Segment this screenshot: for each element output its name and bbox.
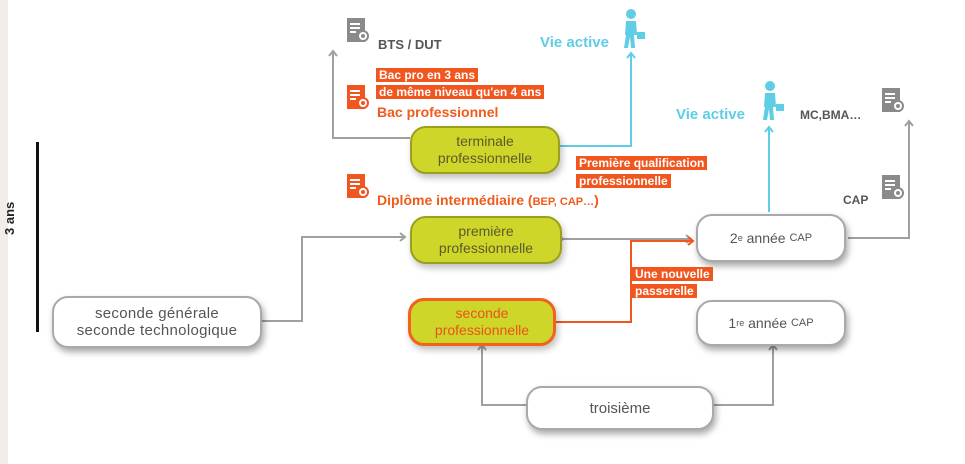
worker-icon-top: [624, 9, 645, 48]
label-diplome-small: BEP, CAP…: [532, 196, 595, 208]
node-seconde-professionnelle: seconde professionnelle: [408, 298, 556, 346]
note-meme-niveau: de même niveau qu'en 4 ans: [376, 85, 545, 99]
diploma-icon-mc-bma: [882, 88, 904, 112]
label-mc-bma: MC,BMA…: [800, 108, 862, 122]
note-nouvelle-passerelle-2: passerelle: [632, 284, 697, 298]
edge-seconde-pro-cap2: [556, 236, 695, 323]
node-terminale-line2: professionnelle: [437, 150, 533, 166]
edge-seconde-gt-premiere: [262, 232, 407, 322]
edge-troisieme-cap1: [714, 343, 778, 406]
node-seconde-pro-line1: seconde: [455, 305, 509, 321]
node-premiere-professionnelle: première professionnelle: [410, 216, 562, 264]
note-bac-pro-3-ans: Bac pro en 3 ans: [376, 68, 479, 82]
edge-terminale-bts: [328, 49, 410, 139]
edge-troisieme-seconde-pro: [477, 343, 526, 406]
diploma-icon-bac-pro: [347, 85, 369, 109]
node-terminale-line1: terminale: [456, 133, 514, 149]
label-cap: CAP: [843, 193, 869, 207]
diploma-icon-cap: [882, 175, 904, 199]
diploma-icon-intermediaire: [347, 174, 369, 198]
node-premiere-line1: première: [458, 223, 514, 239]
worker-icon-right: [763, 81, 784, 120]
note-premiere-qualification-1: Première qualification: [576, 156, 708, 170]
node-cap2-cap: CAP: [789, 231, 813, 244]
node-cap2-annee: année: [746, 229, 786, 246]
scale-bar: [36, 142, 39, 332]
node-seconde-generale-technologique: seconde générale seconde technologique: [52, 296, 262, 348]
label-diplome-end: ): [594, 192, 599, 208]
label-diplome-main: Diplôme intermédiaire (: [377, 192, 533, 208]
node-seconde-gt-line1: seconde générale: [94, 305, 220, 322]
label-bac-professionnel: Bac professionnel: [377, 104, 499, 120]
scale-label: 3 ans: [2, 201, 17, 235]
node-seconde-gt-line2: seconde technologique: [76, 322, 238, 339]
label-vie-active-top: Vie active: [540, 34, 609, 51]
node-cap2-sup: e: [737, 232, 743, 243]
node-premiere-line2: professionnelle: [438, 240, 534, 256]
node-cap1-sup: re: [736, 317, 745, 328]
edge-terminale-vie-active: [558, 51, 636, 147]
node-cap1-number: 1: [728, 314, 737, 331]
node-terminale-professionnelle: terminale professionnelle: [410, 126, 560, 174]
node-seconde-pro-line2: professionnelle: [434, 322, 530, 338]
node-cap1-cap: CAP: [790, 316, 814, 329]
node-troisieme-label: troisième: [589, 399, 651, 417]
label-vie-active-right: Vie active: [676, 106, 745, 123]
node-cap2-number: 2: [729, 229, 738, 246]
label-bts-dut: BTS / DUT: [378, 37, 442, 52]
left-edge-strip: [0, 0, 8, 464]
edge-cap2-mc: [848, 119, 914, 239]
note-nouvelle-passerelle-1: Une nouvelle: [632, 267, 713, 281]
diploma-icon-bts: [347, 18, 369, 42]
node-cap1-annee: année: [748, 314, 788, 331]
node-troisieme: troisième: [526, 386, 714, 430]
label-diplome-intermediaire: Diplôme intermédiaire (BEP, CAP…): [377, 192, 599, 208]
note-premiere-qualification-2: professionnelle: [576, 174, 671, 188]
